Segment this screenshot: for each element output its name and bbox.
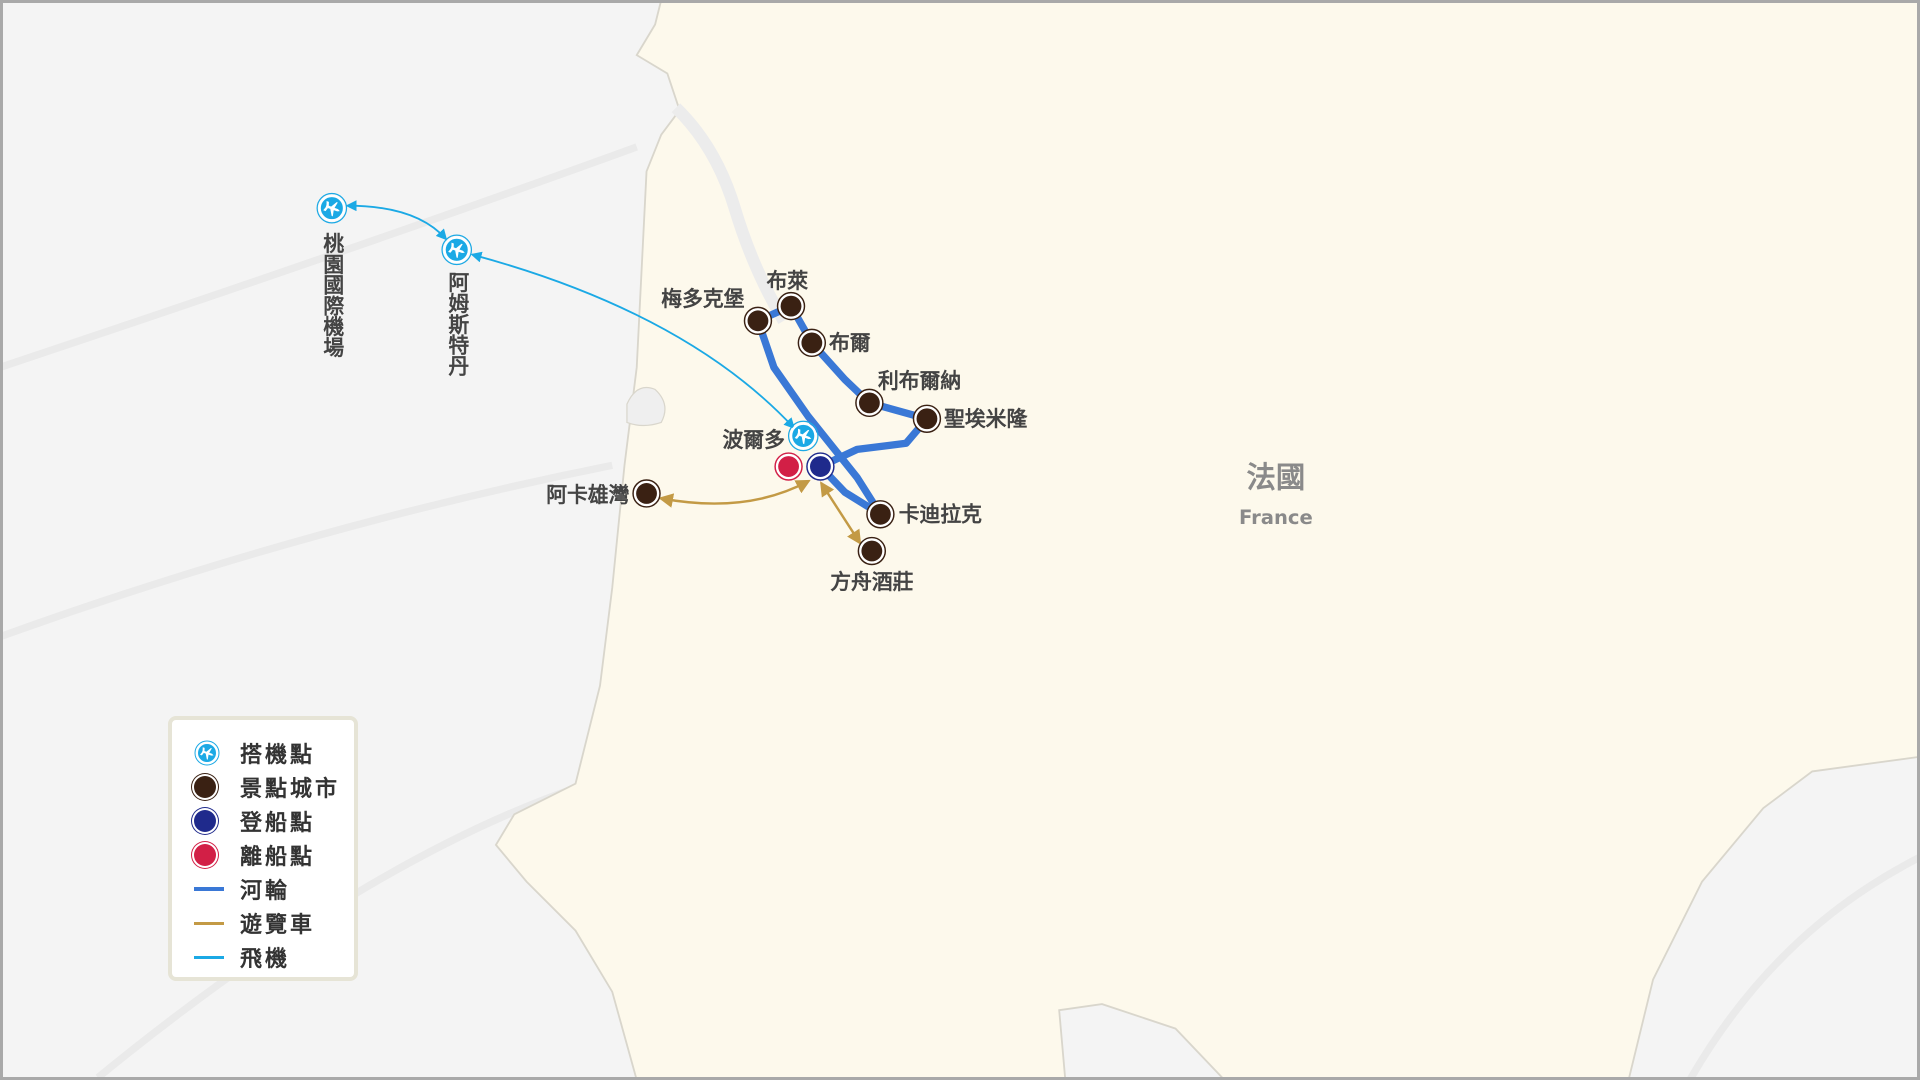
legend-item-flight: 飛機: [194, 940, 354, 974]
city-marker-arche[interactable]: [857, 536, 887, 566]
legend-item-river: 河輪: [194, 872, 354, 906]
city-marker-libourne[interactable]: [855, 388, 884, 418]
land-france: [494, 0, 1920, 1080]
label-taoyuan: 桃園國際機場: [320, 232, 344, 358]
airport-icon-taoyuan[interactable]: [315, 192, 348, 225]
label-blaye: 布萊: [767, 269, 809, 293]
city-marker-cadillac[interactable]: [866, 500, 895, 529]
label-bourg: 布爾: [829, 331, 871, 355]
legend-item-bus: 遊覽車: [194, 906, 354, 940]
city-marker-icon: [194, 776, 216, 798]
bus-route-arcachon: [658, 479, 811, 508]
label-cadillac: 卡迪拉克: [899, 503, 982, 527]
country-name-zh: 法國: [1247, 460, 1306, 494]
airport-icon-amsterdam[interactable]: [440, 233, 473, 266]
disembark-marker-bordeaux[interactable]: [774, 452, 803, 481]
flight-route-taoyuan-amsterdam: [345, 200, 448, 241]
bus-route-arche: [820, 481, 862, 545]
legend-item-disembark: 離船點: [194, 838, 354, 872]
label-libourne: 利布爾納: [878, 369, 961, 393]
legend-item-city: 景點城市: [194, 770, 354, 804]
airport-icon-bordeaux[interactable]: [787, 419, 820, 452]
embark-marker-icon: [194, 810, 216, 832]
city-marker-saint-emilion[interactable]: [912, 404, 942, 433]
label-arcachon: 阿卡雄灣: [546, 483, 629, 507]
embark-marker-bordeaux[interactable]: [806, 452, 835, 481]
flight-line-icon: [194, 955, 224, 959]
label-arche: 方舟酒莊: [830, 570, 913, 594]
city-marker-blaye[interactable]: [776, 291, 806, 321]
label-amsterdam: 阿姆斯特丹: [445, 272, 469, 377]
bus-line-icon: [194, 921, 224, 925]
label-bordeaux: 波爾多: [723, 428, 786, 452]
city-marker-bourg[interactable]: [797, 328, 827, 358]
legend-item-embark: 登船點: [194, 804, 354, 838]
legend: 搭機點 景點城市 登船點 離船點 河輪 遊覽車 飛機: [168, 716, 358, 981]
flight-route-amsterdam-bordeaux: [470, 251, 795, 429]
disembark-marker-icon: [194, 844, 216, 866]
label-saint-emilion: 聖埃米隆: [944, 407, 1028, 431]
airplane-icon: [194, 740, 220, 766]
label-medoc: 梅多克堡: [661, 287, 744, 311]
river-line-icon: [194, 887, 224, 891]
city-marker-arcachon[interactable]: [632, 479, 661, 508]
legend-item-airport: 搭機點: [194, 736, 354, 770]
country-name-en: France: [1239, 506, 1313, 529]
city-marker-medoc[interactable]: [743, 306, 773, 336]
